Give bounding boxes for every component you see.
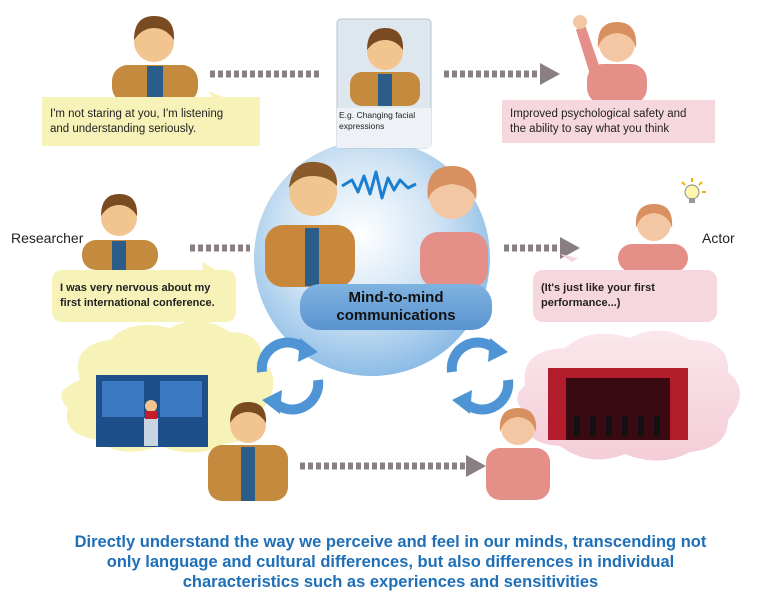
arrow-mid-right xyxy=(504,237,580,259)
bubble-text: first international conference. xyxy=(60,297,215,309)
center-actor-figure xyxy=(420,166,488,288)
lightbulb-icon xyxy=(681,178,706,203)
speech-bubble-top-right: Improved psychological safety and the ab… xyxy=(502,100,715,143)
bubble-text: I was very nervous about my xyxy=(60,282,211,294)
thought-cloud-stage xyxy=(517,330,740,461)
researcher-top-figure xyxy=(112,16,198,103)
brainwave-icon xyxy=(341,170,417,200)
center-label-line: communications xyxy=(336,307,456,324)
cycle-arrow-right-icon xyxy=(446,337,514,415)
caption-line: characteristics such as experiences and … xyxy=(182,573,599,591)
example-card xyxy=(336,18,432,149)
bubble-text: Improved psychological safety and xyxy=(510,107,687,120)
arrow-bottom xyxy=(300,455,486,477)
actor-label: Actor xyxy=(702,230,735,246)
bubble-text: I'm not staring at you, I'm listening xyxy=(50,107,224,120)
mind-to-mind-label: Mind-to-mind communications xyxy=(300,284,492,330)
researcher-mid-figure xyxy=(82,194,158,270)
example-text: E.g. Changing facial xyxy=(339,110,416,120)
speech-bubble-mid-left: I was very nervous about my first intern… xyxy=(52,270,236,322)
speech-bubble-mid-right: (It's just like your first performance..… xyxy=(533,270,717,322)
actor-bottom-figure xyxy=(486,408,550,500)
cycle-arrow-left-icon xyxy=(256,337,324,415)
center-researcher-figure xyxy=(265,161,355,287)
center-label-line: Mind-to-mind xyxy=(348,289,444,306)
caption-line: Directly understand the way we perceive … xyxy=(74,533,707,551)
example-caption: E.g. Changing facial expressions xyxy=(339,110,429,132)
bottom-caption: Directly understand the way we perceive … xyxy=(0,532,781,592)
researcher-bottom-figure xyxy=(208,402,288,501)
bubble-text: the ability to say what you think xyxy=(510,122,670,135)
example-text: expressions xyxy=(339,121,385,131)
bubble-text: performance...) xyxy=(541,297,621,309)
bubble-text: (It's just like your first xyxy=(541,282,655,294)
actor-top-figure xyxy=(573,15,647,104)
bubble-text: and understanding seriously. xyxy=(50,122,197,135)
researcher-label: Researcher xyxy=(11,230,84,246)
arrow-top-right xyxy=(444,63,560,85)
thought-cloud-conference xyxy=(61,320,274,453)
caption-line: only language and cultural differences, … xyxy=(106,553,675,571)
actor-mid-figure xyxy=(618,204,688,272)
speech-bubble-top-left: I'm not staring at you, I'm listening an… xyxy=(42,97,260,146)
